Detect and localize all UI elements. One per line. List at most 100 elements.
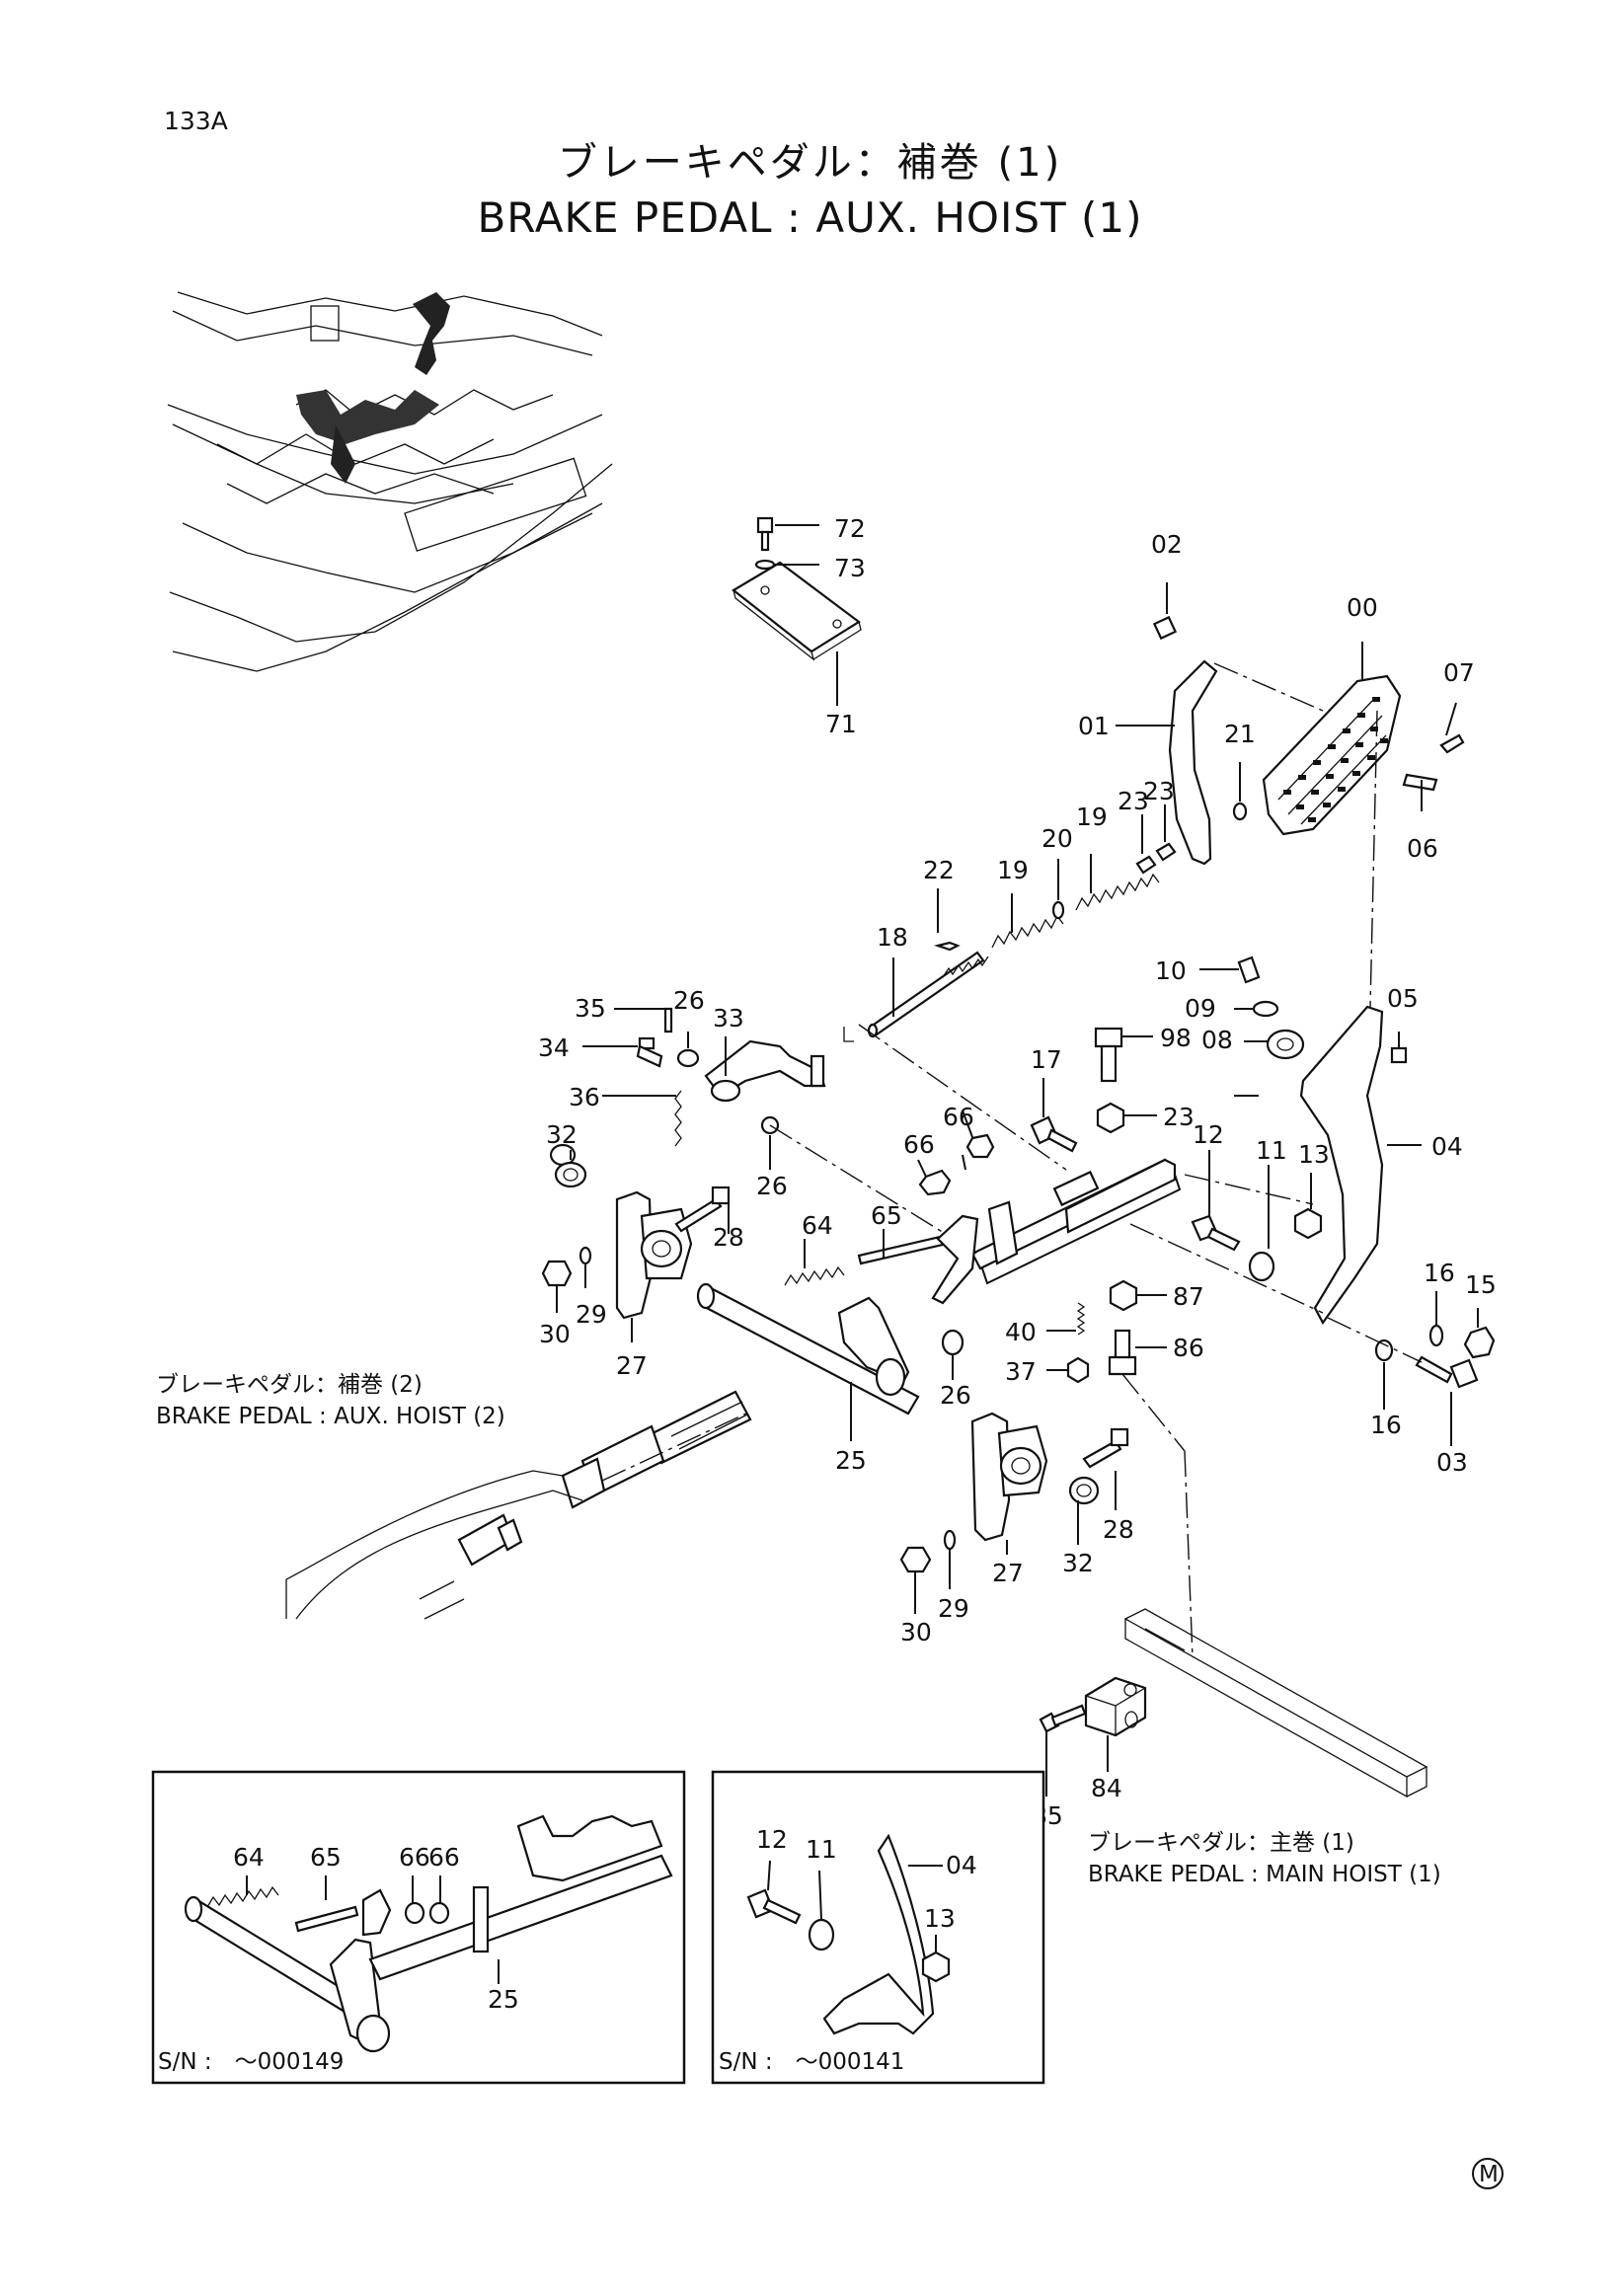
ref-aux2-en: BRAKE PEDAL : AUX. HOIST (2) [156, 1404, 505, 1429]
part-label: 29 [938, 1594, 969, 1623]
part-label: 66 [943, 1103, 974, 1131]
part-label: 25 [835, 1446, 867, 1475]
inset-left-label: 66 [399, 1843, 430, 1872]
inset-left-label: 25 [488, 1985, 519, 2014]
ref-main1-ja: ブレーキペダル：主巻 (1) [1088, 1830, 1354, 1856]
page-number: 133A [164, 107, 228, 135]
part-label: 23 [1163, 1103, 1195, 1131]
part-label: 16 [1424, 1259, 1455, 1287]
mark-letter: M [1479, 2162, 1499, 2187]
part-label: 12 [1193, 1120, 1224, 1149]
part-label: 03 [1436, 1448, 1468, 1477]
part-label: 20 [1041, 824, 1073, 853]
part-label: 64 [802, 1211, 833, 1240]
inset-right-serial: S/N : ～000141 [719, 2049, 904, 2075]
part-label: 00 [1347, 593, 1378, 622]
part-label: 65 [871, 1201, 902, 1230]
part-label: 08 [1201, 1026, 1233, 1054]
inset-right-label: 12 [756, 1825, 788, 1854]
ref-aux2-ja: ブレーキペダル：補巻 (2) [156, 1372, 423, 1398]
nuts-66 [804, 1110, 995, 1268]
cross-references: ブレーキペダル：補巻 (2) BRAKE PEDAL : AUX. HOIST … [156, 1372, 1441, 1887]
part-label: 66 [903, 1130, 935, 1159]
part-label: 37 [1005, 1357, 1037, 1386]
aux-hoist-2-linkage [285, 1390, 752, 1620]
part-label: 01 [1078, 712, 1110, 740]
part-label: 32 [546, 1120, 578, 1149]
part-label: 06 [1407, 834, 1438, 863]
cover-plate-assembly [732, 516, 862, 706]
leader-lines [962, 1095, 1259, 1171]
main-hoist-frame [1039, 1608, 1428, 1799]
part-label: 05 [1387, 984, 1419, 1013]
inset-left: 64 65 66 66 25 S/N : ～000149 [151, 1770, 686, 2085]
part-label: 30 [539, 1320, 571, 1348]
part-label: 71 [825, 710, 857, 738]
part-label: 23 [1143, 777, 1175, 805]
inset-right-label: 04 [946, 1851, 977, 1879]
part-label: 10 [1155, 957, 1187, 985]
part-label: 07 [1443, 658, 1475, 687]
part-label: 27 [992, 1559, 1024, 1587]
part-label: 19 [1076, 803, 1108, 831]
part-label: 72 [834, 514, 866, 543]
part-label: 09 [1185, 994, 1216, 1023]
bracket-27-lower [899, 1412, 1129, 1614]
part-label: 36 [569, 1083, 600, 1111]
inset-left-label: 65 [310, 1843, 342, 1872]
part-label: 29 [576, 1300, 607, 1329]
part-label: 40 [1005, 1318, 1037, 1346]
shaft-lever-25 [696, 1200, 1019, 1441]
part-label: 18 [877, 923, 908, 952]
bracket-27-upper [541, 1143, 731, 1342]
part-label: 35 [575, 994, 606, 1023]
part-number-labels: 72 73 71 02 00 07 01 21 06 23 23 19 20 1… [538, 514, 1497, 1830]
part-label: 21 [1224, 720, 1256, 748]
part-label: 32 [1062, 1549, 1094, 1577]
part-label: 34 [538, 1033, 570, 1062]
part-label: 86 [1173, 1334, 1204, 1362]
part-label: 73 [834, 554, 866, 582]
pedal-assembly [1116, 582, 1465, 866]
bolts-right-lower [1327, 1291, 1496, 1446]
location-thumbnail [167, 291, 613, 672]
bolts-middle [1030, 1027, 1323, 1282]
part-label: 98 [1160, 1024, 1192, 1052]
part-label: 02 [1151, 530, 1183, 559]
inset-left-serial: S/N : ～000149 [158, 2049, 344, 2075]
title-english: BRAKE PEDAL : AUX. HOIST (1) [477, 193, 1143, 242]
bracket-33-group [582, 1007, 978, 1255]
part-label: 04 [1431, 1132, 1463, 1161]
main-frame [843, 1024, 1324, 1314]
bolts-lower-middle [1046, 1279, 1194, 1659]
part-label: 23 [1118, 787, 1149, 815]
circled-m-mark: M [1472, 2158, 1504, 2189]
part-label: 87 [1173, 1282, 1204, 1311]
part-label: 26 [673, 986, 705, 1015]
part-label: 15 [1465, 1270, 1497, 1299]
part-label: 17 [1031, 1045, 1062, 1074]
bracket-assembly-right [1199, 710, 1422, 1326]
part-label: 19 [997, 856, 1029, 884]
part-label: 30 [900, 1618, 932, 1646]
part-label: 28 [713, 1223, 744, 1252]
part-label: 84 [1091, 1774, 1122, 1802]
part-label: 16 [1370, 1411, 1402, 1439]
title-japanese: ブレーキペダル：補巻 (1) [557, 140, 1063, 186]
inset-left-label: 66 [428, 1843, 460, 1872]
inset-left-label: 64 [233, 1843, 265, 1872]
part-label: 26 [940, 1381, 971, 1410]
inset-right-label: 11 [806, 1835, 837, 1864]
part-label: 27 [616, 1351, 648, 1380]
part-label: 11 [1256, 1136, 1287, 1165]
part-label: 26 [756, 1172, 788, 1200]
inset-right: 12 11 04 13 S/N : ～000141 [711, 1770, 1045, 2085]
ref-main1-en: BRAKE PEDAL : MAIN HOIST (1) [1088, 1862, 1441, 1887]
part-label: 33 [713, 1004, 744, 1033]
part-label: 28 [1103, 1515, 1134, 1544]
inset-right-label: 13 [924, 1904, 956, 1933]
part-label: 13 [1298, 1140, 1330, 1169]
part-label: 22 [923, 856, 955, 884]
rod-spring-assembly [867, 804, 1177, 1038]
